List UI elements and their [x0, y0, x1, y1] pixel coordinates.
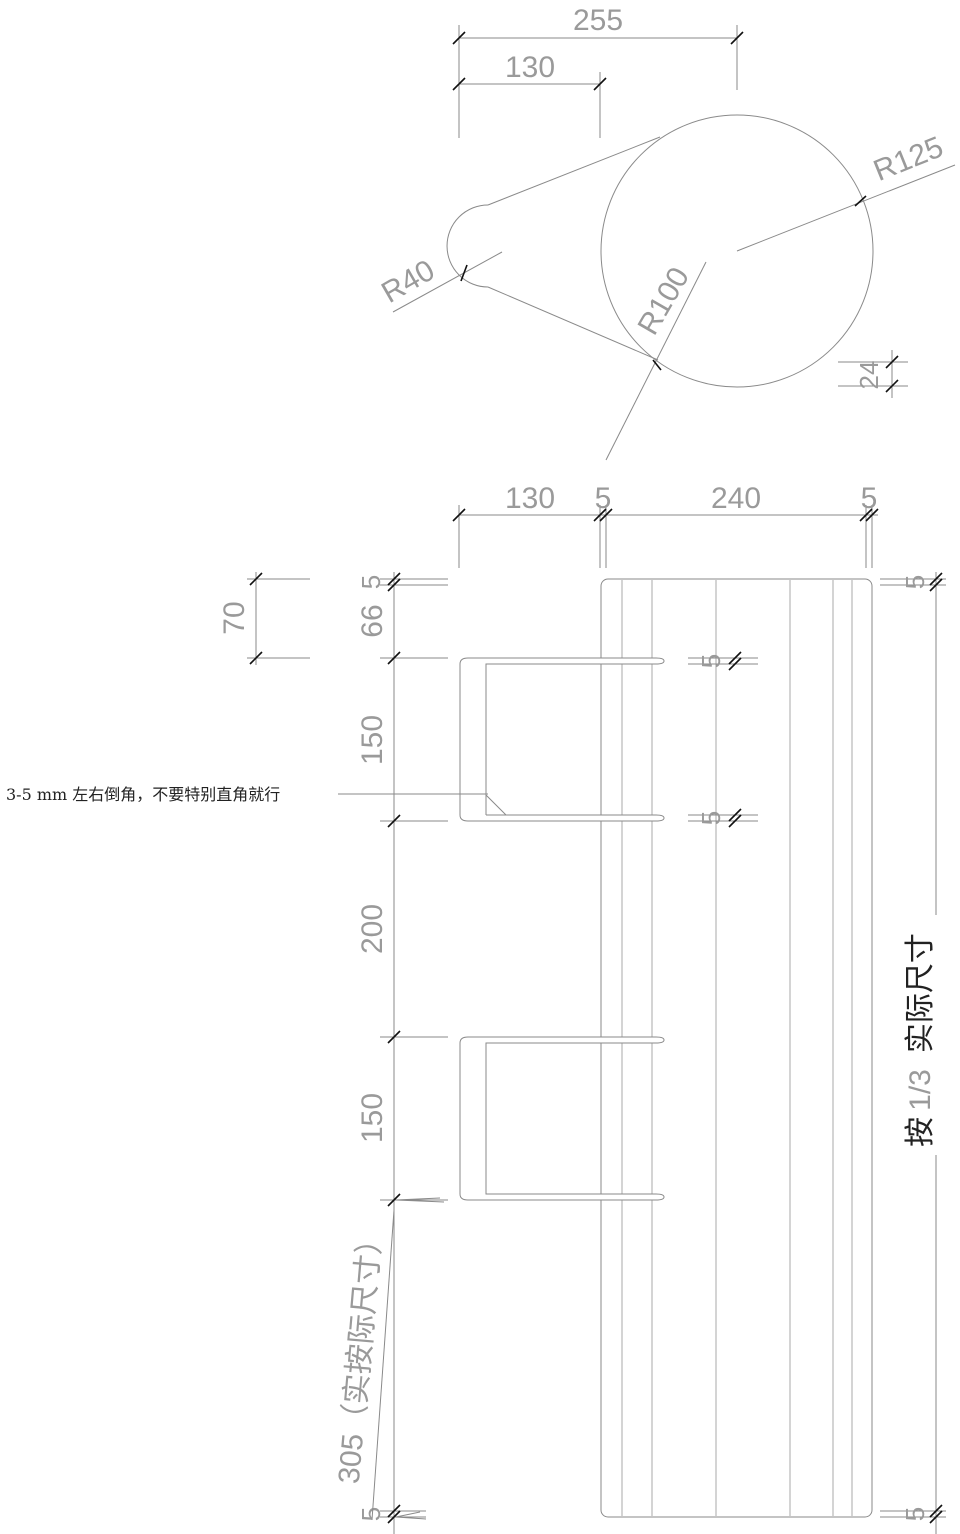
svg-text:按 1/3 实际尺寸: 按 1/3 实际尺寸	[903, 933, 938, 1147]
large-circle	[600, 114, 874, 388]
ratio-suffix: 实际尺寸	[903, 933, 938, 1053]
dim-left-5-bottom: 5	[356, 1507, 386, 1521]
dim-305: 305（实按际尺寸）	[333, 1223, 389, 1485]
dim-left-5-top: 5	[356, 575, 386, 589]
dim-150-upper: 150	[356, 715, 389, 765]
ratio-label-bg	[904, 915, 944, 1155]
dim-66: 66	[356, 604, 389, 637]
tangent-upper	[487, 136, 661, 206]
dim-slot-5-bottom: 5	[696, 811, 726, 825]
dim-200: 200	[356, 904, 389, 954]
dim-240-front: 240	[711, 482, 761, 515]
dim-r125: R125	[869, 130, 948, 187]
dim-150-lower: 150	[356, 1093, 389, 1143]
dim-right-5-top: 5	[900, 575, 930, 589]
dim-130-front: 130	[505, 482, 555, 515]
dim-24: 24	[854, 361, 884, 390]
dim-255: 255	[573, 4, 623, 37]
dim-r40: R40	[376, 254, 440, 310]
top-view: 255 130 R125 R40 R100 24	[376, 4, 956, 461]
dim-5-front-b: 5	[861, 482, 878, 515]
dim-130-top: 130	[505, 51, 555, 84]
front-view: 130 5 240 5 5 5	[6, 482, 946, 1534]
dim-5-front-a: 5	[595, 482, 612, 515]
ratio-prefix: 按	[903, 1117, 938, 1147]
dim-slot-5-top: 5	[696, 654, 726, 668]
small-arc	[446, 204, 489, 288]
dim-70: 70	[218, 601, 251, 634]
ratio-value: 1/3	[904, 1069, 937, 1111]
tangent-lower	[487, 286, 659, 361]
lower-bracket	[459, 1036, 665, 1201]
dim-right-5-bottom: 5	[900, 1507, 930, 1521]
chamfer-note: 3-5 mm 左右倒角，不要特别直角就行	[6, 785, 280, 804]
upper-bracket	[459, 657, 665, 822]
main-body	[600, 578, 873, 1518]
